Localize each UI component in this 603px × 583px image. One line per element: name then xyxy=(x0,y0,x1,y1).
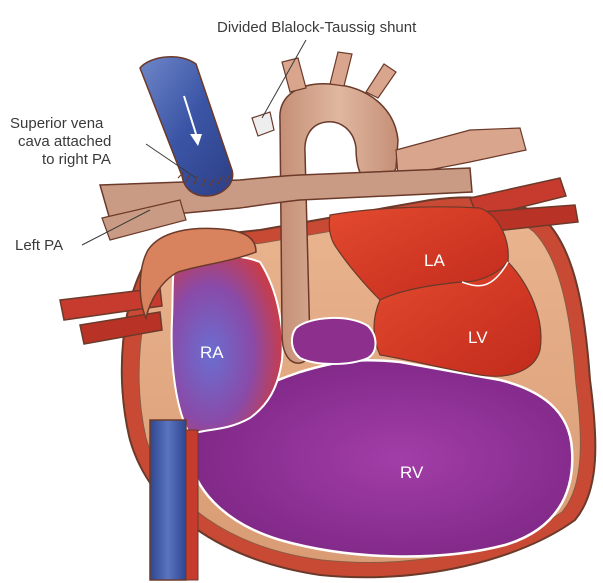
left-subclavian-artery xyxy=(366,64,396,98)
label-ra: RA xyxy=(200,343,224,362)
left-pa-label: Left PA xyxy=(15,237,63,254)
shunt-label: Divided Blalock-Taussig shunt xyxy=(217,19,417,36)
label-lv: LV xyxy=(468,328,488,347)
svc-label-line2: cava attached xyxy=(18,133,111,150)
ivc-red-band xyxy=(186,430,198,580)
svc-label-line1: Superior vena xyxy=(10,115,104,132)
label-la: LA xyxy=(424,251,445,270)
superior-vena-cava xyxy=(140,57,233,196)
brachiocephalic-artery xyxy=(282,58,306,92)
inferior-vena-cava xyxy=(150,420,186,580)
label-rv: RV xyxy=(400,463,424,482)
left-carotid-artery xyxy=(330,52,352,86)
pulmonary-trunk-stump xyxy=(292,318,376,364)
svc-label-line3: to right PA xyxy=(42,151,111,168)
